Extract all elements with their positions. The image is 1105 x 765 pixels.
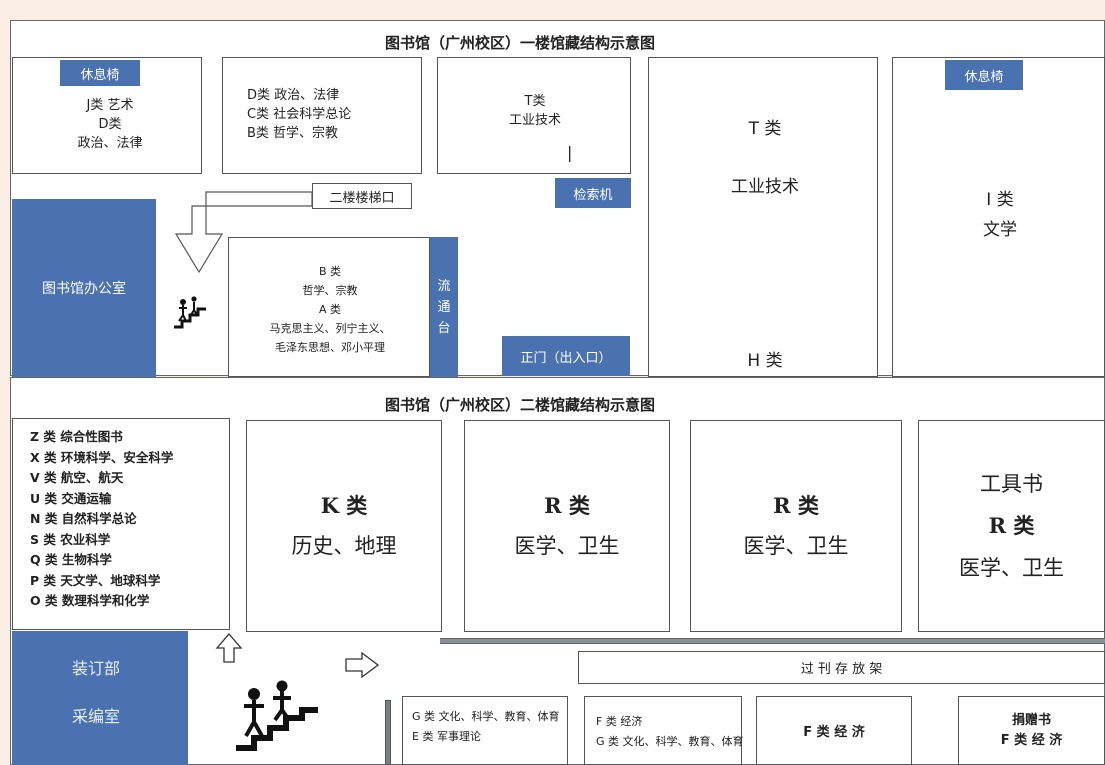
library-office: 图书馆办公室 bbox=[12, 199, 156, 377]
stairs-label-floor2: 二楼楼梯口 bbox=[312, 183, 412, 209]
zone-f: F 类 经 济 bbox=[756, 696, 912, 765]
zone-dcb bbox=[222, 57, 422, 174]
binding-dept: 装订部 bbox=[72, 659, 121, 678]
zone-r-2: R 类 医学、卫生 bbox=[690, 420, 902, 632]
rest-bench-right: 休息椅 bbox=[945, 60, 1023, 90]
zone-g-e bbox=[402, 696, 568, 765]
zone-t-small bbox=[437, 57, 631, 174]
zone-i bbox=[892, 57, 1105, 377]
right-arrow-icon bbox=[345, 651, 380, 679]
periodicals-rack: 过 刊 存 放 架 bbox=[578, 651, 1105, 684]
zone-k: K 类 历史、地理 bbox=[246, 420, 442, 632]
zone-t-small-text: T类 工业技术 bbox=[508, 94, 561, 128]
floor1-title: 图书馆（广州校区）一楼馆藏结构示意图 bbox=[385, 34, 656, 52]
up-arrow-icon bbox=[215, 633, 243, 663]
zone-i-text: I 类 文学 bbox=[983, 190, 1017, 240]
stairs-icon bbox=[174, 296, 206, 329]
zone-th bbox=[648, 57, 878, 377]
down-arrow-icon bbox=[174, 191, 313, 274]
shelf-divider bbox=[385, 700, 391, 765]
circulation-desk[interactable]: 流 通 台 bbox=[430, 237, 458, 377]
zone-reference-books: 工具书 R 类 医学、卫生 bbox=[918, 420, 1105, 632]
rest-bench-left: 休息椅 bbox=[60, 60, 140, 86]
corridor-line bbox=[440, 638, 1105, 644]
zone-th-text: T 类 工业技术 H 类 语言 bbox=[731, 119, 799, 429]
zone-ba bbox=[228, 237, 430, 377]
zone-r-1: R 类 医学、卫生 bbox=[464, 420, 670, 632]
zone-class-list bbox=[12, 418, 230, 630]
search-machine[interactable]: 检索机 bbox=[555, 178, 631, 208]
zone-f-g bbox=[584, 696, 742, 765]
zone-dcb-text: D类 政治、法律 C类 社会科学总论 B类 哲学、宗教 bbox=[247, 88, 352, 141]
zone-jd-text: J类 艺术 D类 政治、法律 bbox=[77, 98, 143, 151]
zone-g-e-text: G 类 文化、科学、教育、体育 E 类 军事理论 bbox=[412, 710, 560, 743]
zone-f-g-text: F 类 经济 G 类 文化、科学、教育、体育 bbox=[596, 715, 744, 748]
binding-editing-zone bbox=[12, 631, 188, 765]
zone-ba-text: B 类 哲学、宗教 A 类 马克思主义、列宁主义、 毛泽东思想、邓小平理 bbox=[269, 265, 391, 354]
stairs-large-icon bbox=[236, 680, 318, 751]
editing-room: 采编室 bbox=[72, 707, 121, 726]
zone-donated-books: 捐赠书 F 类 经 济 bbox=[958, 696, 1105, 765]
class-list-text: Z 类 综合性图书 X 类 环境科学、安全科学 V 类 航空、航天 U 类 交通… bbox=[30, 429, 174, 608]
cursor-mark: | bbox=[567, 143, 573, 162]
main-gate[interactable]: 正门（出入口） bbox=[502, 336, 630, 376]
floor2-title: 图书馆（广州校区）二楼馆藏结构示意图 bbox=[385, 396, 656, 414]
